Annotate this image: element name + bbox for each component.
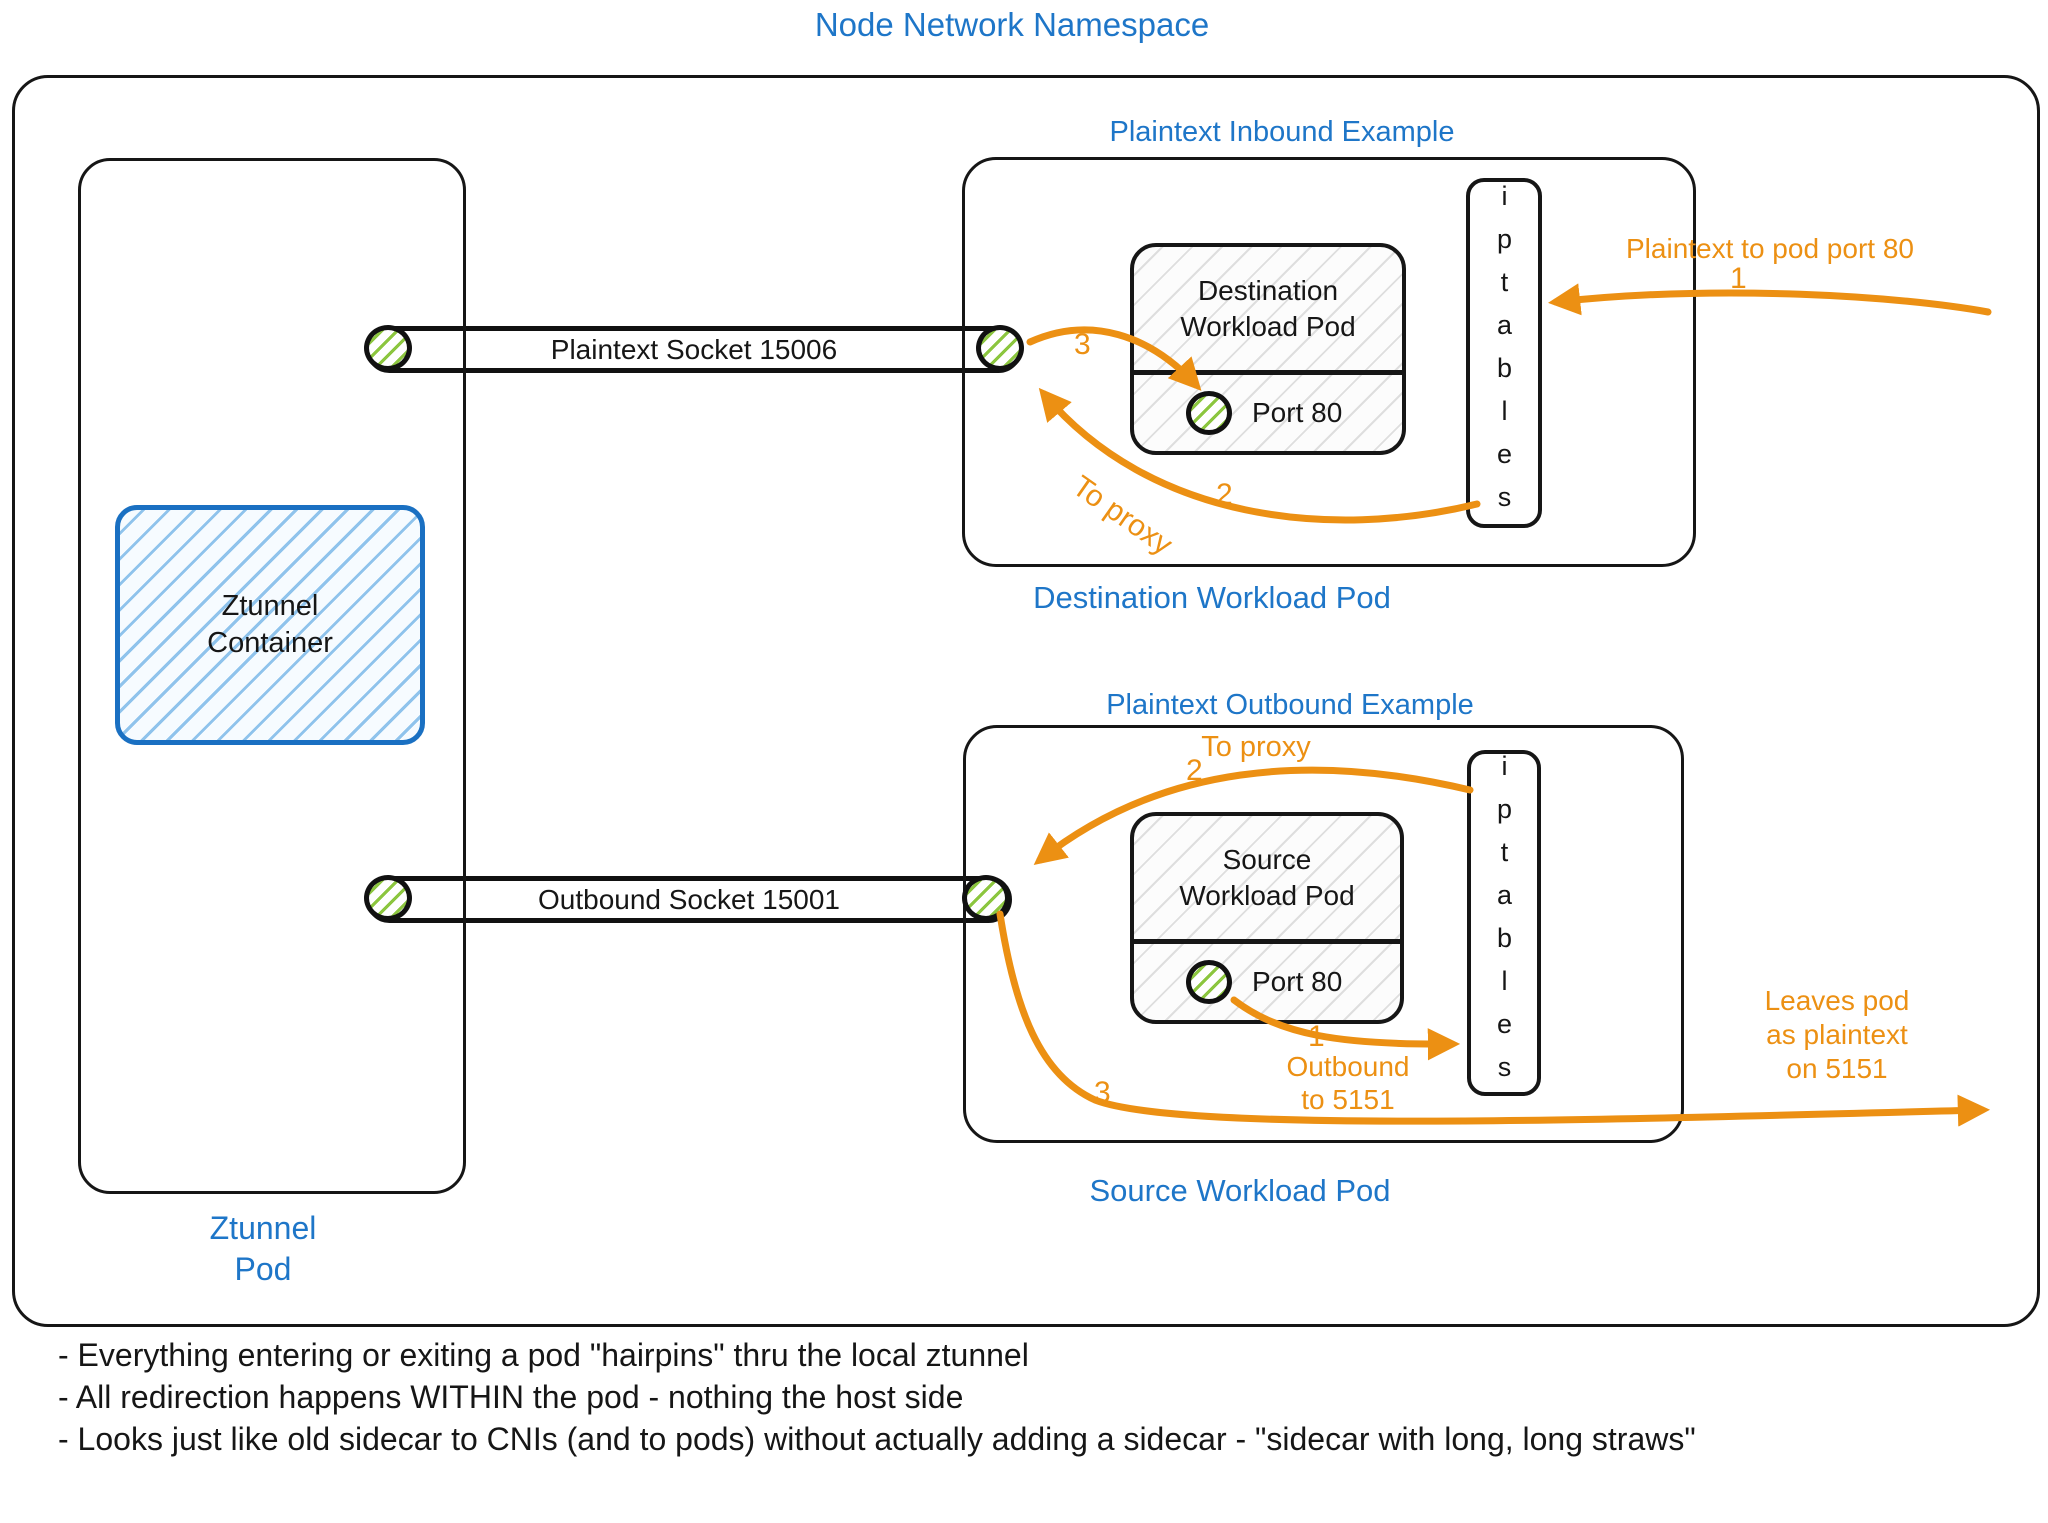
page-title: Node Network Namespace <box>814 6 1210 43</box>
outbound-step-3: 3 <box>1094 1076 1111 1109</box>
ztunnel-pod-box <box>78 158 466 1194</box>
plaintext-socket-label: Plaintext Socket 15006 <box>550 333 838 365</box>
outbound-socket-pipe: Outbound Socket 15001 <box>366 876 1012 923</box>
plaintext-to-pod-label: Plaintext to pod port 80 <box>1626 233 1914 264</box>
ztunnel-pod-label: Ztunnel Pod <box>209 1210 317 1287</box>
source-workload-pod-box: Source Workload Pod Port 80 <box>1130 812 1404 1024</box>
port-80-label: Port 80 <box>1252 397 1343 428</box>
iptables-box-inbound: iptables <box>1466 178 1542 528</box>
port-80-icon <box>1186 960 1232 1004</box>
iptables-box-outbound: iptables <box>1467 750 1541 1096</box>
inbound-step-3: 3 <box>1074 328 1091 361</box>
outbound-example-title: Plaintext Outbound Example <box>1106 689 1474 721</box>
ztunnel-container-label: Ztunnel Container <box>207 590 333 659</box>
ztunnel-container-box: Ztunnel Container <box>115 505 425 745</box>
socket-end-icon <box>364 875 412 921</box>
outbound-step-2: 2 <box>1186 754 1203 787</box>
inbound-step-2: 2 <box>1216 478 1233 511</box>
note-line: - All redirection happens WITHIN the pod… <box>58 1379 964 1415</box>
iptables-label: iptables <box>1489 751 1520 1095</box>
inbound-example-box <box>962 157 1696 567</box>
plaintext-socket-pipe: Plaintext Socket 15006 <box>366 326 1022 373</box>
inbound-example-title: Plaintext Inbound Example <box>1109 116 1455 148</box>
outbound-socket-label: Outbound Socket 15001 <box>537 883 840 915</box>
destination-workload-pod-caption: Destination Workload Pod <box>1033 580 1391 615</box>
port-80-icon <box>1186 391 1232 435</box>
socket-end-icon <box>962 875 1010 921</box>
outbound-to-5151-label: Outbound to 5151 <box>1286 1051 1410 1115</box>
note-line: - Looks just like old sidecar to CNIs (a… <box>58 1421 1696 1457</box>
leaves-pod-label: Leaves pod as plaintext on 5151 <box>1764 985 1910 1084</box>
destination-workload-pod-label: Destination Workload Pod <box>1180 274 1356 342</box>
socket-end-icon <box>976 325 1024 371</box>
socket-end-icon <box>364 325 412 371</box>
iptables-label: iptables <box>1489 181 1520 525</box>
source-workload-pod-label: Source Workload Pod <box>1179 843 1355 911</box>
outbound-to-proxy-label: To proxy <box>1201 731 1311 763</box>
outbound-step-1: 1 <box>1308 1020 1325 1053</box>
notes: - Everything entering or exiting a pod "… <box>58 1334 2038 1460</box>
source-workload-pod-caption: Source Workload Pod <box>1089 1173 1391 1208</box>
node-network-namespace-box <box>12 75 2040 1327</box>
port-80-label: Port 80 <box>1252 966 1343 997</box>
note-line: - Everything entering or exiting a pod "… <box>58 1337 1029 1373</box>
inbound-step-1: 1 <box>1730 262 1747 295</box>
destination-workload-pod-box: Destination Workload Pod Port 80 <box>1130 243 1406 455</box>
